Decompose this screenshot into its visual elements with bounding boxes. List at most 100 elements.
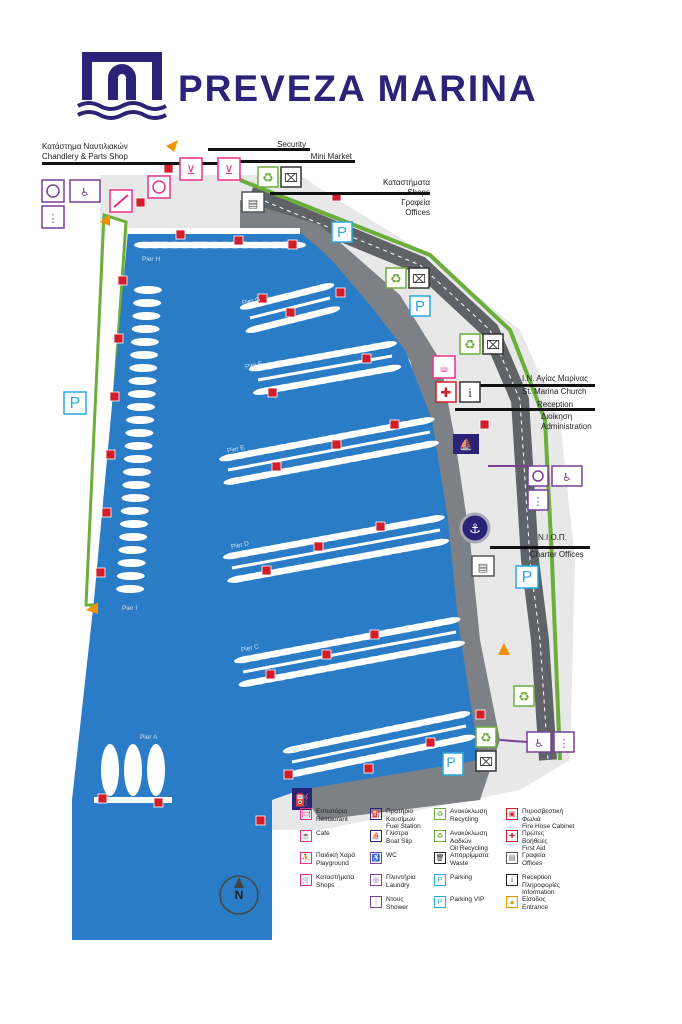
berth	[446, 711, 471, 720]
berth	[125, 429, 154, 437]
fire-hose-icon	[285, 307, 296, 318]
legend-label: Είσοδος Entrance	[522, 896, 549, 911]
svg-text:⋮: ⋮	[559, 737, 570, 750]
fire-hose-icon	[363, 763, 374, 774]
fire-hose-icon	[369, 629, 380, 640]
callout-security: Security	[277, 140, 306, 149]
legend-item: 🗑Απορρίμματα Waste	[434, 852, 489, 867]
svg-text:i: i	[468, 385, 472, 400]
callout-charter: Charter Offices	[530, 550, 584, 559]
parking-vip-icon: P	[442, 752, 464, 776]
shower-icon: ⋮	[370, 896, 382, 908]
oil-recycling-icon: ♻	[513, 685, 535, 707]
svg-text:☕: ☕	[439, 361, 450, 375]
fire-hose-icon	[321, 649, 332, 660]
berth	[127, 390, 156, 398]
callout-shops-gr: Καταστήματα	[383, 178, 430, 187]
harbour-water	[72, 232, 480, 940]
svg-text:⛵: ⛵	[459, 438, 473, 451]
waste-icon: ⌧	[280, 166, 302, 188]
fire-hose-icon	[135, 197, 146, 208]
legend-item: ▣Πυροσβεστική Φωλιά Fire Hose Cabinet	[506, 808, 574, 831]
legend-label: Parking VIP	[450, 896, 485, 903]
fire-hose-icon	[271, 461, 282, 472]
callout-church-en: St. Marina Church	[522, 387, 587, 396]
fire-hose-icon	[153, 797, 164, 808]
wc-pointer	[499, 739, 528, 743]
berth	[128, 377, 157, 385]
fire-hose-icon	[255, 815, 266, 826]
legend-item: ◎Πλυντήρια Laundry	[370, 874, 416, 889]
wc-icon: ♿	[551, 465, 583, 487]
svg-text:♻: ♻	[480, 731, 492, 746]
green-strip-east	[239, 178, 562, 761]
entrance-icon	[166, 140, 178, 152]
entrance-icon	[86, 602, 98, 614]
fire-hose-icon	[265, 669, 276, 680]
first-aid-icon: ✚	[435, 381, 457, 403]
callout-bar-shops	[270, 192, 430, 195]
legend-label: Ανακύκλωση Recycling	[450, 808, 488, 823]
svg-text:⌧: ⌧	[486, 338, 500, 352]
berth	[119, 533, 148, 541]
legend-item: ♿ WC	[370, 852, 397, 864]
berth	[122, 481, 151, 489]
svg-text:⋮: ⋮	[48, 212, 59, 225]
laundry-icon	[41, 179, 65, 203]
legend-item: ⋮Ντους Shower	[370, 896, 408, 911]
fire-hose-icon	[175, 229, 186, 240]
callout-bar-security	[208, 148, 310, 151]
legend-item: ✚Πρώτες Βοήθειες First Aid	[506, 830, 548, 853]
fire-hose-icon	[233, 235, 244, 246]
legend-label: Γλίστρα Boat Slip	[386, 830, 413, 845]
restaurant-icon: 🍽	[300, 808, 312, 820]
hydrants-group	[95, 163, 490, 826]
fire-hose-icon	[389, 419, 400, 430]
callout-admin-gr: Διοίκηση	[541, 412, 573, 421]
callout-niop: Ν.Ι.Ο.Π.	[538, 533, 567, 542]
fire-hose-icon	[101, 507, 112, 518]
legend-label: WC	[386, 852, 397, 859]
oil-recycling-icon: ♻	[434, 830, 446, 842]
quay-area	[240, 200, 500, 820]
svg-text:⊻: ⊻	[225, 163, 234, 177]
legend-label: Εστιατόριο Restaurant	[316, 808, 348, 823]
berth	[124, 442, 153, 450]
compass-ring	[219, 875, 259, 915]
svg-text:♻: ♻	[464, 338, 476, 353]
callout-chandlery-gr: Κατάστημα Ναυτιλιακών	[42, 142, 128, 151]
parking-icon: P	[515, 565, 539, 589]
fire-hose-icon	[113, 333, 124, 344]
compass-arrow	[234, 877, 244, 888]
legend-item: ▲Είσοδος Entrance	[506, 896, 548, 911]
waste-icon: 🗑	[434, 852, 446, 864]
entrance-icon	[100, 214, 110, 226]
svg-text:P: P	[446, 754, 455, 770]
fire-hose-icon	[105, 449, 116, 460]
marina-name: PREVEZA MARINA	[178, 68, 538, 109]
svg-text:⌧: ⌧	[412, 272, 426, 286]
berth	[316, 306, 341, 316]
recycling-icon: ♻	[475, 726, 497, 748]
berth	[120, 507, 149, 515]
fire-hose-icon	[97, 793, 108, 804]
svg-text:♿: ♿	[534, 737, 544, 750]
fire-hose-icon	[283, 769, 294, 780]
fire-hose-icon	[375, 521, 386, 532]
wc-icon: ♿	[370, 852, 382, 864]
parking-vip-icon: P	[434, 896, 446, 908]
road-east-dashes	[249, 194, 549, 761]
berth	[410, 417, 435, 426]
svg-text:♻: ♻	[518, 690, 530, 705]
legend-label: Πρώτες Βοήθειες First Aid	[522, 830, 548, 852]
legend-label: Cafe	[316, 830, 330, 837]
callout-bar-reception	[455, 408, 595, 411]
cafe-icon: ☕	[300, 830, 312, 842]
parking-icon: P	[63, 391, 87, 415]
fire-hose-icon	[117, 275, 128, 286]
legend-label: Reception Πληροφορίες Information	[522, 874, 560, 896]
legend-label: Parking	[450, 874, 473, 881]
